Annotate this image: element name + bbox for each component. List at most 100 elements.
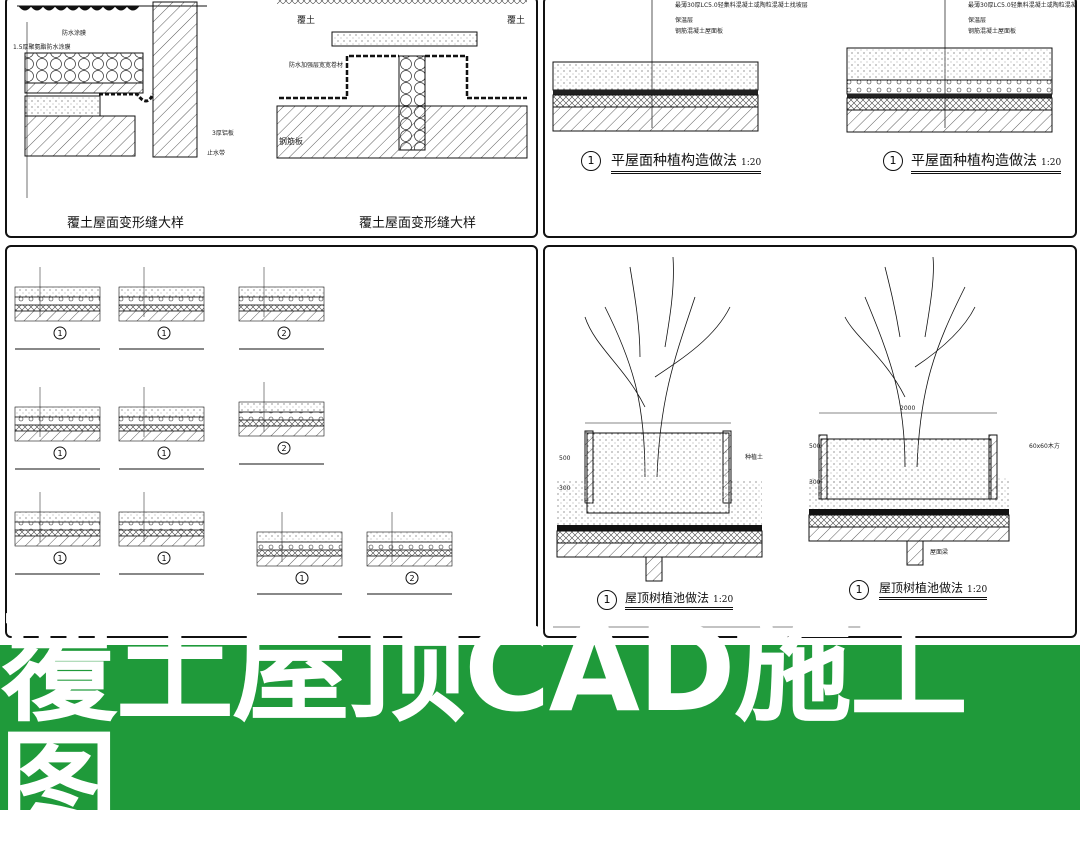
label-reinforce: 防水加强层宽宽卷材 <box>289 62 344 69</box>
label-insulation: 保温层 <box>968 17 987 24</box>
detail-number-circle <box>157 446 171 460</box>
detail-number-circle <box>405 571 419 585</box>
layer <box>14 424 101 432</box>
label-roof-slab: 钢筋混凝土屋面板 <box>968 28 1017 35</box>
dim-label: 500 <box>809 443 821 450</box>
detail-number: 2 <box>281 329 286 338</box>
layer <box>14 406 101 418</box>
label-membrane: 1.5厚聚氨酯防水涂膜 <box>13 44 71 51</box>
detail-number: 1 <box>57 329 62 338</box>
layer <box>14 304 101 312</box>
detail-number-circle <box>53 326 67 340</box>
layer <box>14 416 101 426</box>
layer <box>118 430 205 442</box>
layer <box>238 286 325 298</box>
detail-number-circle <box>157 551 171 565</box>
label-waterproof: 防水涂膜 <box>62 30 87 37</box>
label-insulation: 保温层 <box>675 17 694 24</box>
layer <box>118 310 205 322</box>
layer <box>14 521 101 531</box>
dim-label: 300 <box>809 479 821 486</box>
layer <box>238 296 325 306</box>
layer <box>14 529 101 537</box>
detail-number: 1 <box>597 590 617 610</box>
layer <box>256 531 343 543</box>
label-roof-slab: 钢筋混凝土屋面板 <box>675 28 724 35</box>
layer <box>256 549 343 557</box>
label-soil: 覆土 <box>507 16 526 26</box>
detail-number: 2 <box>409 574 414 583</box>
layer <box>14 310 101 322</box>
detail-number-circle <box>53 446 67 460</box>
layer <box>118 529 205 537</box>
layer <box>238 401 325 413</box>
layer <box>238 310 325 322</box>
layer <box>14 296 101 306</box>
layer <box>366 555 453 567</box>
dim-label: 300 <box>559 485 571 492</box>
label-plate: 3厚铝板 <box>212 130 234 137</box>
layer <box>14 535 101 547</box>
caption-right: 覆土屋面变形缝大样 <box>359 216 477 231</box>
detail-number-circle <box>277 441 291 455</box>
dim-label: 2000 <box>900 405 916 412</box>
banner-title: 覆土屋顶CAD施工图 <box>0 599 968 856</box>
layer <box>118 511 205 523</box>
detail-number: 2 <box>281 444 286 453</box>
label-waterstop: 止水带 <box>207 150 226 157</box>
detail-number-circle <box>277 326 291 340</box>
label-beam: 屋面梁 <box>930 549 949 556</box>
detail-number: 1 <box>299 574 304 583</box>
layer <box>118 424 205 432</box>
detail-scale: 1:20 <box>713 595 734 605</box>
layer <box>238 425 325 437</box>
label-soil: 覆土 <box>297 16 316 26</box>
planting-roof-drawing <box>552 0 1053 133</box>
detail-scale: 1:20 <box>741 158 762 168</box>
layer <box>238 419 325 427</box>
detail-number: 1 <box>883 151 903 171</box>
detail-number: 1 <box>161 329 166 338</box>
detail-title-text: 屋顶树植池做法 <box>625 591 710 605</box>
label-slab: 钢筋板 <box>279 137 303 146</box>
layer <box>366 549 453 557</box>
deformation-joint-drawing <box>17 0 528 198</box>
layer <box>118 304 205 312</box>
layer <box>366 541 453 551</box>
dim-label: 500 <box>559 455 571 462</box>
tree-pit-drawing <box>553 256 1010 628</box>
layer <box>256 541 343 551</box>
panel-tree-pit: 500 300 2000 500 300 60x60木方 种植土 屋面梁 1 屋… <box>543 245 1077 638</box>
detail-title-text: 屋顶树植池做法 <box>879 581 964 595</box>
layer <box>118 535 205 547</box>
layer <box>118 286 205 298</box>
detail-scale: 1:20 <box>967 585 988 595</box>
layer <box>118 406 205 418</box>
detail-scale: 1:20 <box>1041 158 1062 168</box>
label-timber: 60x60木方 <box>1029 443 1060 450</box>
layer <box>238 304 325 312</box>
detail-number-circle <box>295 571 309 585</box>
layer <box>238 411 325 421</box>
detail-number-circle <box>53 551 67 565</box>
layer <box>366 531 453 543</box>
layer <box>14 430 101 442</box>
detail-number-circle <box>157 326 171 340</box>
detail-number: 1 <box>581 151 601 171</box>
detail-number: 1 <box>161 554 166 563</box>
detail-number: 1 <box>849 580 869 600</box>
layer <box>118 521 205 531</box>
layer <box>14 286 101 298</box>
label-slope-layer: 最薄30厚LC5.0轻集料混凝土或陶粒混凝土找坡层 <box>675 2 808 9</box>
caption-left: 覆土屋面变形缝大样 <box>67 216 185 231</box>
detail-number: 1 <box>57 449 62 458</box>
layer <box>14 511 101 523</box>
layer <box>118 416 205 426</box>
detail-number: 1 <box>161 449 166 458</box>
